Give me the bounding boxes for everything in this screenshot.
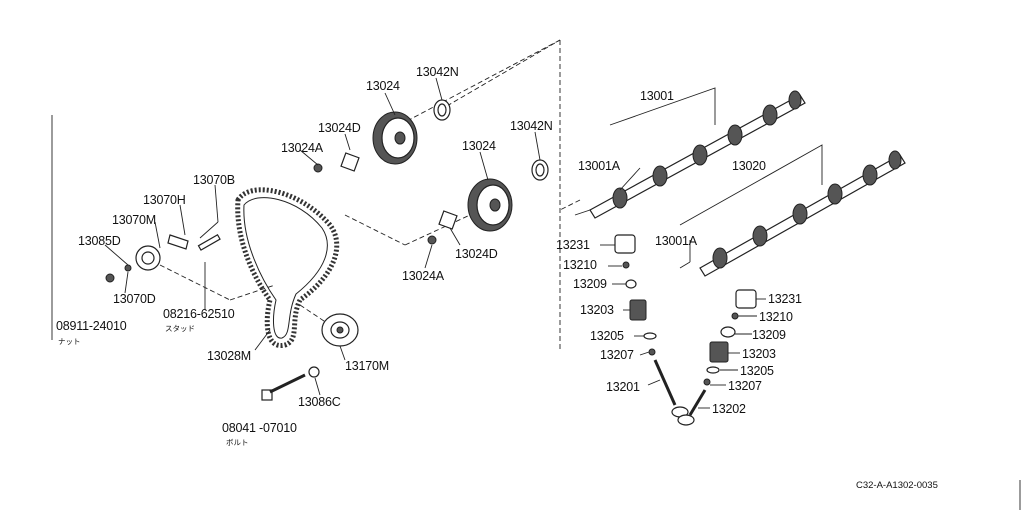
label-13024: 13024	[462, 139, 496, 153]
valve-assembly-right	[677, 289, 757, 426]
label-13001a: 13001A	[655, 234, 698, 248]
label-13231: 13231	[768, 292, 802, 306]
timing-belt	[235, 187, 340, 348]
camshaft-brackets	[574, 87, 823, 269]
camshaft-sprocket-lower	[467, 178, 513, 232]
label-13070d: 13070D	[113, 292, 156, 306]
label-13210: 13210	[759, 310, 793, 324]
label-13070b: 13070B	[193, 173, 235, 187]
camshaft-sprocket-upper	[372, 111, 418, 165]
label-13024: 13024	[366, 79, 400, 93]
label-13202: 13202	[712, 402, 746, 416]
diagram-code: C32-A-A1302-0035	[856, 480, 938, 491]
label-13203: 13203	[580, 303, 614, 317]
label-13170m: 13170M	[345, 359, 389, 373]
reference-lines	[51, 39, 1021, 510]
oil-seal-lower	[531, 159, 549, 181]
camshaft-lower	[699, 150, 906, 277]
valve-assembly-left	[614, 234, 689, 418]
label-13231: 13231	[556, 238, 590, 252]
label-13024d: 13024D	[455, 247, 498, 261]
tensioner-group	[105, 221, 221, 283]
label-13020: 13020	[732, 159, 766, 173]
label-13209: 13209	[752, 328, 786, 342]
label-13210: 13210	[563, 258, 597, 272]
label-13086c: 13086C	[298, 395, 341, 409]
label-13207: 13207	[600, 348, 634, 362]
oil-seal-upper	[433, 99, 451, 121]
label-13028m: 13028M	[207, 349, 251, 363]
label-13024a: 13024A	[281, 141, 324, 155]
label-08216-62510: 08216-62510	[163, 307, 235, 321]
label-nut-jp: ナット	[58, 337, 81, 346]
idler-bolt	[261, 366, 320, 401]
label-13207: 13207	[728, 379, 762, 393]
idler-pulley	[321, 313, 359, 347]
sprocket-plates	[313, 152, 458, 245]
label-13070m: 13070M	[112, 213, 156, 227]
label-13085d: 13085D	[78, 234, 121, 248]
label-13205: 13205	[740, 364, 774, 378]
label-13001: 13001	[640, 89, 674, 103]
label-13203: 13203	[742, 347, 776, 361]
label-13209: 13209	[573, 277, 607, 291]
label-13001a: 13001A	[578, 159, 621, 173]
leader-lines	[104, 77, 766, 409]
label-stud-jp: スタッド	[165, 324, 195, 333]
label-13024d: 13024D	[318, 121, 361, 135]
label-08911-24010: 08911-24010	[56, 319, 127, 333]
camshaft-upper	[589, 90, 806, 219]
label-bolt-jp: ボルト	[226, 438, 249, 447]
label-13205: 13205	[590, 329, 624, 343]
label-13070h: 13070H	[143, 193, 186, 207]
label-13042n: 13042N	[510, 119, 553, 133]
label-13042n: 13042N	[416, 65, 459, 79]
label-13201: 13201	[606, 380, 640, 394]
label-08041-07010: 08041 -07010	[222, 421, 297, 435]
label-13024a: 13024A	[402, 269, 445, 283]
